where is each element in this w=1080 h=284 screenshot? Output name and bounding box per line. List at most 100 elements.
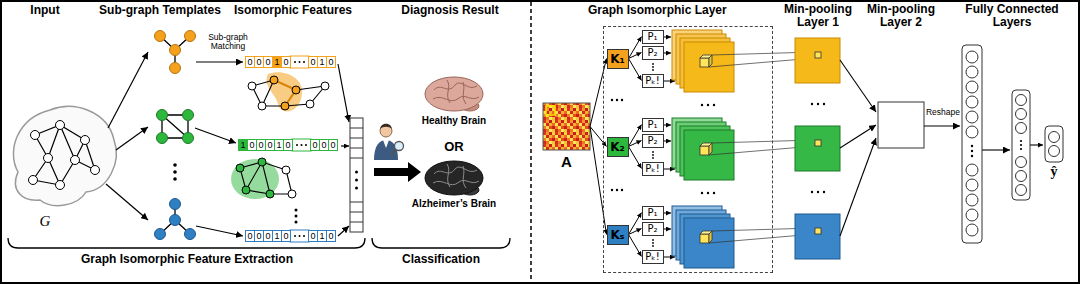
pooling-cube (709, 231, 712, 243)
arrow-label: Reshape (923, 108, 963, 118)
feature-map-stack (684, 130, 734, 180)
fully-connected-layer (1020, 140, 1022, 142)
brain-graph (33, 125, 95, 185)
column-heading: Input (10, 4, 80, 18)
feature-map-stack (684, 42, 734, 92)
column-heading: Isomorphic Features (231, 4, 355, 18)
node-text: Graph Isomorphic Layer (588, 4, 727, 18)
subgraph-template (183, 133, 194, 144)
permutation-ellipsis (611, 99, 613, 101)
permutation-ellipsis (823, 191, 825, 193)
subgraph-template (157, 133, 168, 144)
section-label: Graph Isomorphic Feature Extraction (37, 253, 337, 267)
matched-graph (240, 162, 292, 194)
permutation-box: P₂ (642, 134, 664, 148)
permutation-arrow (664, 213, 671, 214)
permutation-arrow (664, 141, 671, 142)
permutation-ellipsis (621, 99, 623, 101)
subgraph-template (173, 163, 177, 167)
permutation-arrow (664, 37, 671, 38)
flow-arrow (341, 145, 349, 146)
flow-arrow (1030, 144, 1043, 145)
doctor-icon (380, 124, 392, 129)
alzheimer-brain-image (425, 161, 483, 195)
matched-graph (288, 190, 296, 198)
permutation-ellipsis (707, 192, 709, 194)
feature-column (355, 179, 358, 182)
flow-arrow (195, 128, 236, 143)
feature-bit: 0 (281, 56, 291, 68)
feature-bit: 0 (328, 139, 338, 151)
output-symbol: ŷ (1042, 164, 1066, 180)
flow-arrow (840, 138, 876, 236)
permutation-arrow (664, 257, 675, 258)
vector-ellipsis (296, 144, 298, 146)
flow-arrow (840, 60, 1043, 236)
permutation-arrow (664, 81, 675, 82)
subgraph-template (170, 63, 181, 74)
min-pooling-map (878, 102, 924, 148)
healthy-brain-image (433, 80, 479, 104)
permutation-box: Pₖ! (642, 250, 664, 264)
brain-graph (29, 176, 38, 185)
decision-arrow (374, 162, 421, 182)
vector-ellipsis (294, 61, 296, 63)
fully-connected-layer (1016, 185, 1027, 196)
fully-connected-layer (1016, 123, 1027, 134)
matched-graph (231, 72, 329, 223)
node-text: Kₛ (611, 229, 625, 241)
connector-arrow (629, 235, 642, 257)
flow-arrow (924, 125, 960, 126)
node-text: Pₖ! (645, 252, 659, 262)
permutation-ellipsis (652, 242, 654, 244)
subgraph-template (170, 199, 181, 210)
fully-connected-layer (1016, 171, 1027, 182)
permutation-ellipsis (652, 157, 654, 159)
feature-bit: 0 (281, 230, 291, 242)
vector-ellipsis (303, 235, 305, 237)
permutation-ellipsis (707, 104, 709, 106)
matched-graph (236, 164, 244, 172)
permutation-box: P₂ (642, 46, 664, 60)
fully-connected-layer (971, 145, 973, 147)
layer-heading: Min-pooling Layer 2 (861, 3, 941, 29)
permutation-arrow (664, 125, 671, 126)
doctor-icon (391, 150, 396, 156)
min-pooling-map (795, 126, 840, 171)
vector-ellipsis (290, 230, 309, 242)
connector-arrow (629, 59, 642, 81)
subgraph-template (170, 215, 181, 226)
vector-ellipsis (299, 61, 301, 63)
matched-graph (248, 82, 256, 90)
vector-ellipsis (294, 235, 296, 237)
pooling-cube (709, 143, 712, 155)
fully-connected-layer (1016, 157, 1027, 168)
subgraph-template (155, 229, 166, 240)
brain-graph (13, 107, 116, 206)
subgraph-template (157, 110, 168, 121)
flow-arrow (106, 52, 349, 236)
connector-arrow (629, 141, 642, 147)
fully-connected-layer (966, 224, 978, 236)
connector-arrow (629, 53, 642, 59)
matched-graph (295, 209, 298, 212)
doctor-icon (374, 140, 398, 160)
permutation-ellipsis (811, 191, 813, 193)
fully-connected-layer (1020, 144, 1022, 146)
fully-connected-layer (1020, 148, 1022, 150)
permutation-arrow (664, 229, 671, 230)
section-label: Classification (376, 253, 506, 267)
node-text: Pₖ! (645, 164, 659, 174)
kernel-box: K₁ (607, 49, 629, 69)
node-text: Pₖ! (645, 76, 659, 86)
layer-heading: Min-pooling Layer 1 (778, 3, 858, 29)
pooling-cube (709, 55, 712, 67)
brain-graph (31, 131, 40, 140)
matched-graph (306, 100, 314, 108)
permutation-ellipsis (652, 66, 654, 68)
node-text: P₁ (647, 120, 657, 130)
permutation-ellipsis (823, 103, 825, 105)
permutation-ellipsis (621, 189, 623, 191)
